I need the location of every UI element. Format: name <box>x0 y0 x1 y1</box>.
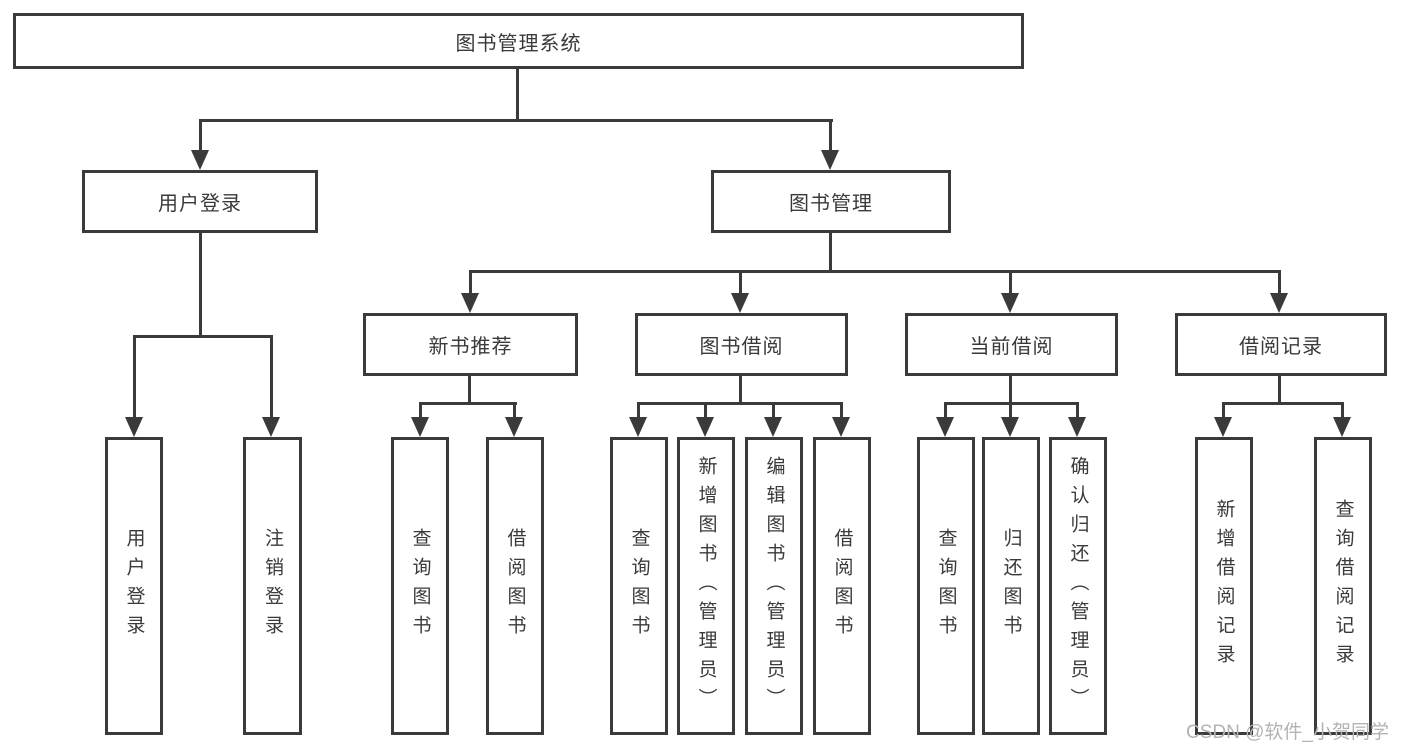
leaf-label: 查询图书 <box>628 528 650 644</box>
arrow-down-icon <box>411 417 429 437</box>
connector-book-borrow-rail <box>637 402 843 405</box>
connector-root-stem <box>516 69 519 121</box>
connector-user-login-rail <box>133 335 273 338</box>
node-label: 借阅记录 <box>1239 336 1323 358</box>
node-label: 新书推荐 <box>428 336 513 358</box>
connector-drop-leaf <box>637 402 640 419</box>
arrow-down-icon <box>832 417 850 437</box>
node-label: 当前借阅 <box>969 336 1054 358</box>
node-library-management-system: 图书管理系统 <box>13 13 1024 69</box>
arrow-down-icon <box>696 417 714 437</box>
connector-user-login-stem <box>199 233 202 338</box>
connector-drop-book-borrow <box>739 270 742 295</box>
leaf-label: 用户登录 <box>123 528 145 644</box>
leaf-borrow-books: 借阅图书 <box>813 437 871 735</box>
leaf-label: 查询图书 <box>409 528 431 644</box>
arrow-down-icon <box>1001 293 1019 313</box>
node-label: 用户登录 <box>158 193 242 215</box>
connector-book-mgmt-rail <box>469 270 1281 273</box>
leaf-query-books-current: 查询图书 <box>917 437 975 735</box>
connector-drop-login-leaf <box>133 335 136 418</box>
leaf-query-borrow-record: 查询借阅记录 <box>1314 437 1372 735</box>
arrow-down-icon <box>1270 293 1288 313</box>
leaf-label: 归还图书 <box>1000 528 1022 644</box>
connector-drop-leaf <box>944 402 947 419</box>
connector-current-borrow-stem <box>1009 376 1012 405</box>
node-label: 图书管理 <box>789 193 873 215</box>
leaf-label: 借阅图书 <box>831 528 853 644</box>
connector-drop-current-borrow <box>1009 270 1012 295</box>
connector-book-borrow-stem <box>739 376 742 405</box>
node-book-management: 图书管理 <box>711 170 951 233</box>
csdn-watermark: CSDN @软件_小贺同学 <box>1186 722 1389 743</box>
node-book-borrowing: 图书借阅 <box>635 313 848 376</box>
node-borrow-records: 借阅记录 <box>1175 313 1387 376</box>
arrow-down-icon <box>764 417 782 437</box>
node-label: 图书管理系统 <box>455 32 582 55</box>
leaf-query-books-recommend: 查询图书 <box>391 437 449 735</box>
connector-drop-new-books <box>469 270 472 295</box>
connector-drop-leaf <box>1009 402 1012 419</box>
arrow-down-icon <box>262 417 280 437</box>
connector-drop-leaf <box>772 402 775 419</box>
arrow-down-icon <box>1333 417 1351 437</box>
connector-drop-leaf <box>840 402 843 419</box>
leaf-label: 编辑图书（管理员） <box>763 455 785 717</box>
arrow-down-icon <box>191 150 209 170</box>
connector-root-rail <box>199 119 833 122</box>
connector-borrow-records-stem <box>1278 376 1281 405</box>
arrow-down-icon <box>731 293 749 313</box>
leaf-label: 借阅图书 <box>504 528 526 644</box>
leaf-query-books-borrowing: 查询图书 <box>610 437 668 735</box>
leaf-label: 注销登录 <box>262 528 283 644</box>
connector-book-mgmt-stem <box>829 233 832 273</box>
node-new-book-recommend: 新书推荐 <box>363 313 578 376</box>
leaf-confirm-return-admin: 确认归还（管理员） <box>1049 437 1107 735</box>
connector-drop-borrow-records <box>1278 270 1281 295</box>
arrow-down-icon <box>125 417 143 437</box>
leaf-return-books: 归还图书 <box>982 437 1040 735</box>
leaf-label: 新增图书（管理员） <box>695 455 717 717</box>
leaf-add-books-admin: 新增图书（管理员） <box>677 437 735 735</box>
arrow-down-icon <box>505 417 523 437</box>
connector-drop-leaf <box>704 402 707 419</box>
connector-drop-leaf <box>1341 402 1344 419</box>
leaf-label: 新增借阅记录 <box>1213 499 1235 673</box>
arrow-down-icon <box>461 293 479 313</box>
arrow-down-icon <box>1068 417 1086 437</box>
connector-drop-leaf <box>1222 402 1225 419</box>
connector-drop-logout-leaf <box>270 335 273 418</box>
connector-borrow-records-rail <box>1222 402 1344 405</box>
arrow-down-icon <box>936 417 954 437</box>
leaf-label: 查询借阅记录 <box>1332 499 1354 673</box>
arrow-down-icon <box>629 417 647 437</box>
leaf-logout: 注销登录 <box>243 437 302 735</box>
connector-new-books-rail <box>419 402 517 405</box>
arrow-down-icon <box>1214 417 1232 437</box>
arrow-down-icon <box>1001 417 1019 437</box>
connector-drop-leaf <box>419 402 422 419</box>
connector-drop-book-mgmt <box>829 119 832 153</box>
leaf-borrow-books-recommend: 借阅图书 <box>486 437 544 735</box>
leaf-add-borrow-record: 新增借阅记录 <box>1195 437 1253 735</box>
leaf-label: 查询图书 <box>935 528 957 644</box>
node-label: 图书借阅 <box>699 336 784 358</box>
connector-drop-leaf <box>513 402 516 419</box>
connector-drop-user-login <box>199 119 202 153</box>
connector-new-books-stem <box>468 376 471 405</box>
leaf-edit-books-admin: 编辑图书（管理员） <box>745 437 803 735</box>
leaf-label: 确认归还（管理员） <box>1067 455 1089 717</box>
node-current-borrowing: 当前借阅 <box>905 313 1118 376</box>
connector-drop-leaf <box>1076 402 1079 419</box>
leaf-user-login: 用户登录 <box>105 437 163 735</box>
node-user-login: 用户登录 <box>82 170 318 233</box>
arrow-down-icon <box>821 150 839 170</box>
